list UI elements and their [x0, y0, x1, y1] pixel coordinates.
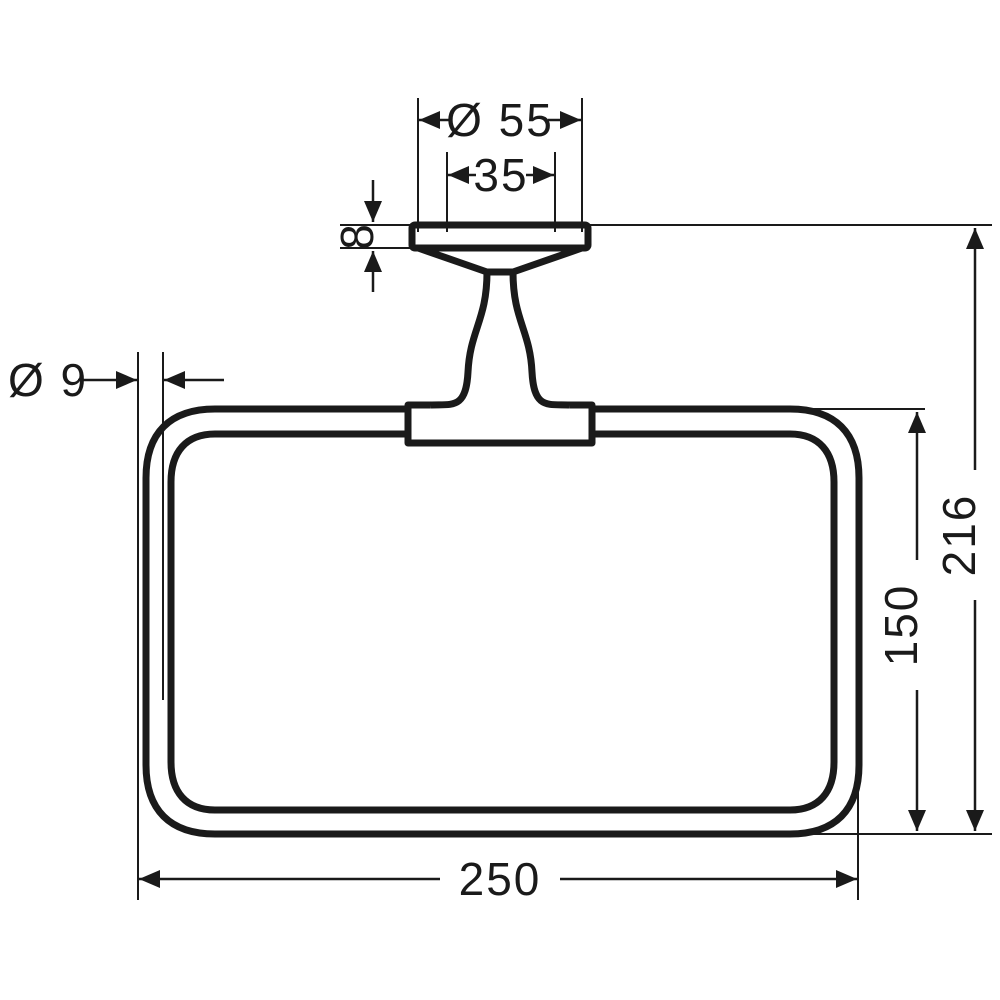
dim-label-total-height: 216 — [933, 494, 985, 577]
ring-outer-edge — [142, 405, 863, 838]
post-ring-junction-block — [404, 401, 596, 447]
dimension-tube-diameter: Ø 9 — [8, 354, 224, 406]
dim-label-total-width: 250 — [459, 853, 542, 905]
dim-label-ring-height: 150 — [875, 584, 927, 667]
dim-label-tube-diameter: Ø 9 — [8, 354, 88, 406]
dim-label-flange-thickness: 8 — [331, 222, 383, 250]
dimension-flange-thickness: 8 — [331, 180, 383, 292]
extension-lines — [137, 98, 992, 900]
dimension-total-height: 216 — [933, 228, 985, 831]
ring-inner-edge — [167, 430, 838, 814]
dim-label-flange-diameter: Ø 55 — [446, 94, 554, 146]
dimension-ring-height: 150 — [875, 412, 927, 831]
flange-shoulder — [416, 244, 584, 276]
dimension-flange-diameter: Ø 55 — [419, 94, 581, 146]
product-outline — [142, 221, 863, 838]
dimension-flange-inner: 35 — [448, 149, 554, 201]
post-right-profile — [509, 271, 571, 409]
dimension-total-width: 250 — [139, 853, 857, 905]
dim-label-flange-inner: 35 — [473, 149, 528, 201]
wall-flange-plate — [408, 221, 592, 252]
post-left-profile — [429, 271, 491, 409]
